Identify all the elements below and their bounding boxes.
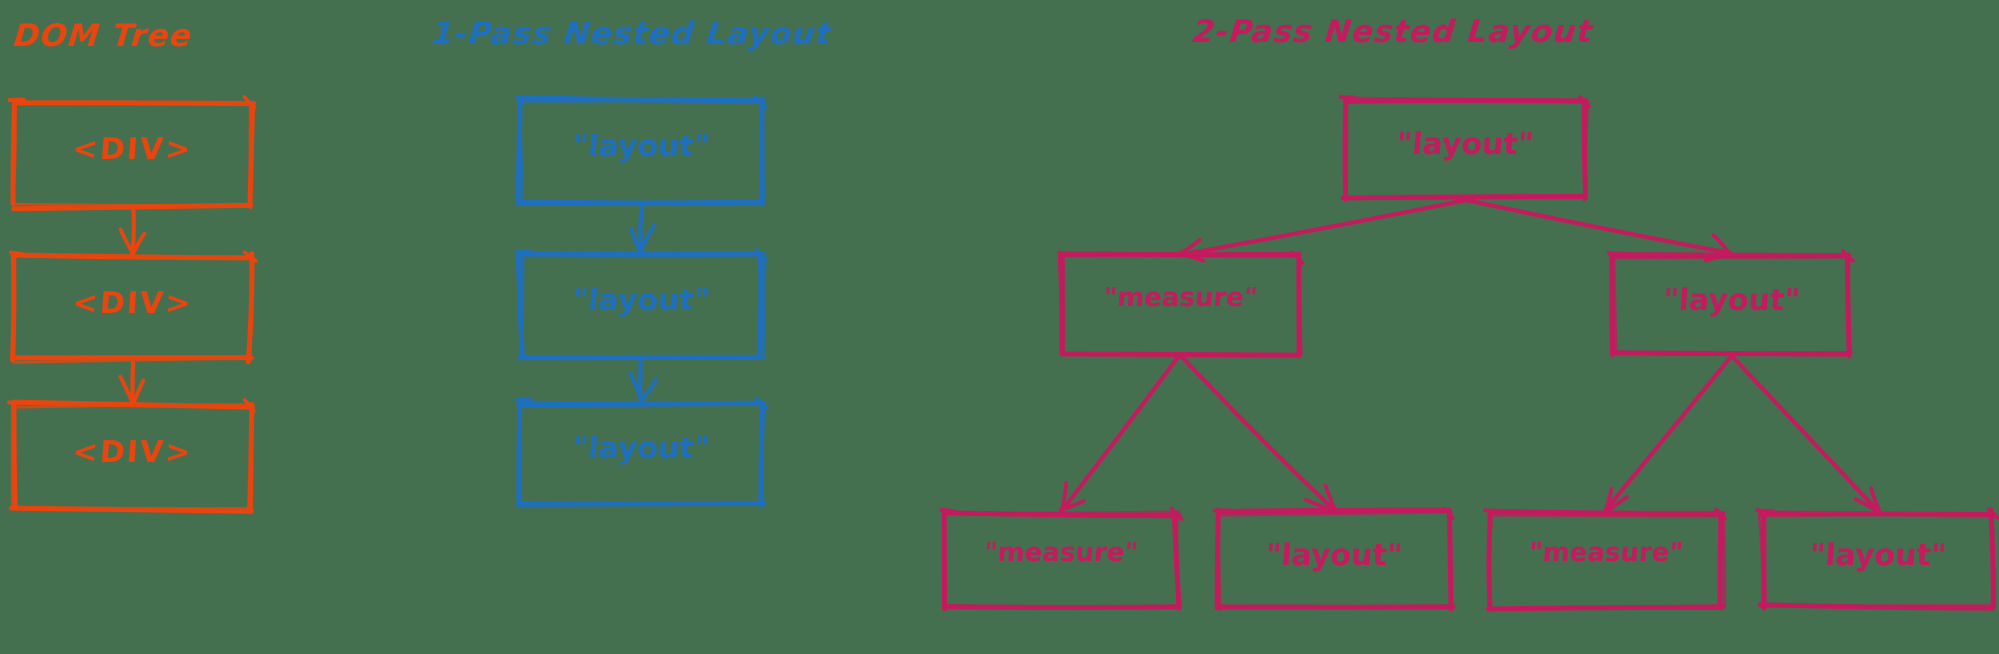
node-box-tp-l[interactable] [1056, 250, 1305, 358]
node-box-dom-1[interactable] [7, 95, 257, 212]
edges-two-pass [1058, 197, 1882, 514]
node-box-tp-r[interactable] [1606, 249, 1855, 359]
column-title-one-pass: 1-Pass Nested Layout [430, 16, 835, 52]
node-box-one-2[interactable] [514, 247, 767, 361]
node-box-tp-root[interactable] [1338, 94, 1591, 202]
node-box-tp-rl[interactable] [1483, 507, 1727, 612]
node-box-one-3[interactable] [515, 397, 769, 508]
node-box-tp-lr[interactable] [1212, 506, 1456, 612]
node-box-tp-rr[interactable] [1755, 507, 1999, 611]
node-box-one-1[interactable] [514, 94, 768, 207]
column-title-two-pass: 2-Pass Nested Layout [1191, 14, 1596, 50]
edges-one-pass [628, 202, 658, 402]
node-box-tp-ll[interactable] [939, 506, 1184, 612]
node-box-dom-2[interactable] [8, 250, 258, 365]
column-title-dom-tree: DOM Tree [12, 18, 195, 54]
node-box-dom-3[interactable] [7, 398, 256, 515]
edges-dom-tree [118, 206, 147, 406]
